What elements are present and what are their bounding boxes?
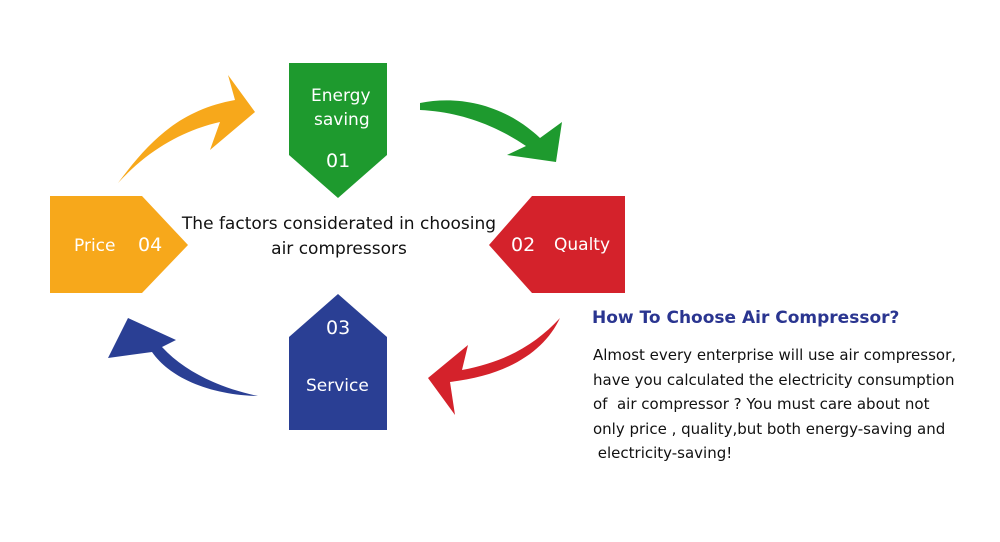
step-quality-shape (489, 196, 625, 293)
arrow-energy-to-quality (420, 100, 562, 162)
arrow-price-to-energy (118, 75, 255, 183)
arrow-quality-to-service (428, 318, 560, 415)
step-price-shape (50, 196, 188, 293)
step-price-number: 04 (138, 234, 163, 256)
step-service-number: 03 (326, 317, 351, 339)
center-caption: The factors considerated in choosing air… (178, 212, 500, 262)
side-body-line-5: electricity-saving! (593, 444, 733, 462)
side-body-line-3: of air compressor ? You must care about … (593, 395, 930, 413)
center-caption-line-2: air compressors (271, 239, 407, 259)
side-body-line-4: only price , quality,but both energy-sav… (593, 419, 946, 438)
step-quality-number: 02 (511, 234, 536, 256)
step-energy-shape (289, 63, 387, 198)
side-body-line-1: Almost every enterprise will use air com… (593, 346, 957, 364)
arrow-service-to-price (108, 318, 258, 396)
step-energy-label-1: Energy (311, 86, 371, 106)
side-body: Almost every enterprise will use air com… (593, 343, 973, 466)
center-caption-line-1: The factors considerated in choosing (181, 214, 497, 234)
step-service-label: Service (306, 376, 369, 396)
step-quality-label: Qualty (554, 235, 611, 255)
step-energy-number: 01 (326, 150, 351, 172)
step-energy-label-2: saving (314, 110, 370, 130)
side-body-line-2: have you calculated the electricity cons… (593, 370, 955, 389)
side-title: How To Choose Air Compressor? (592, 308, 900, 328)
step-price-label: Price (74, 236, 116, 256)
step-service-shape (289, 294, 387, 430)
